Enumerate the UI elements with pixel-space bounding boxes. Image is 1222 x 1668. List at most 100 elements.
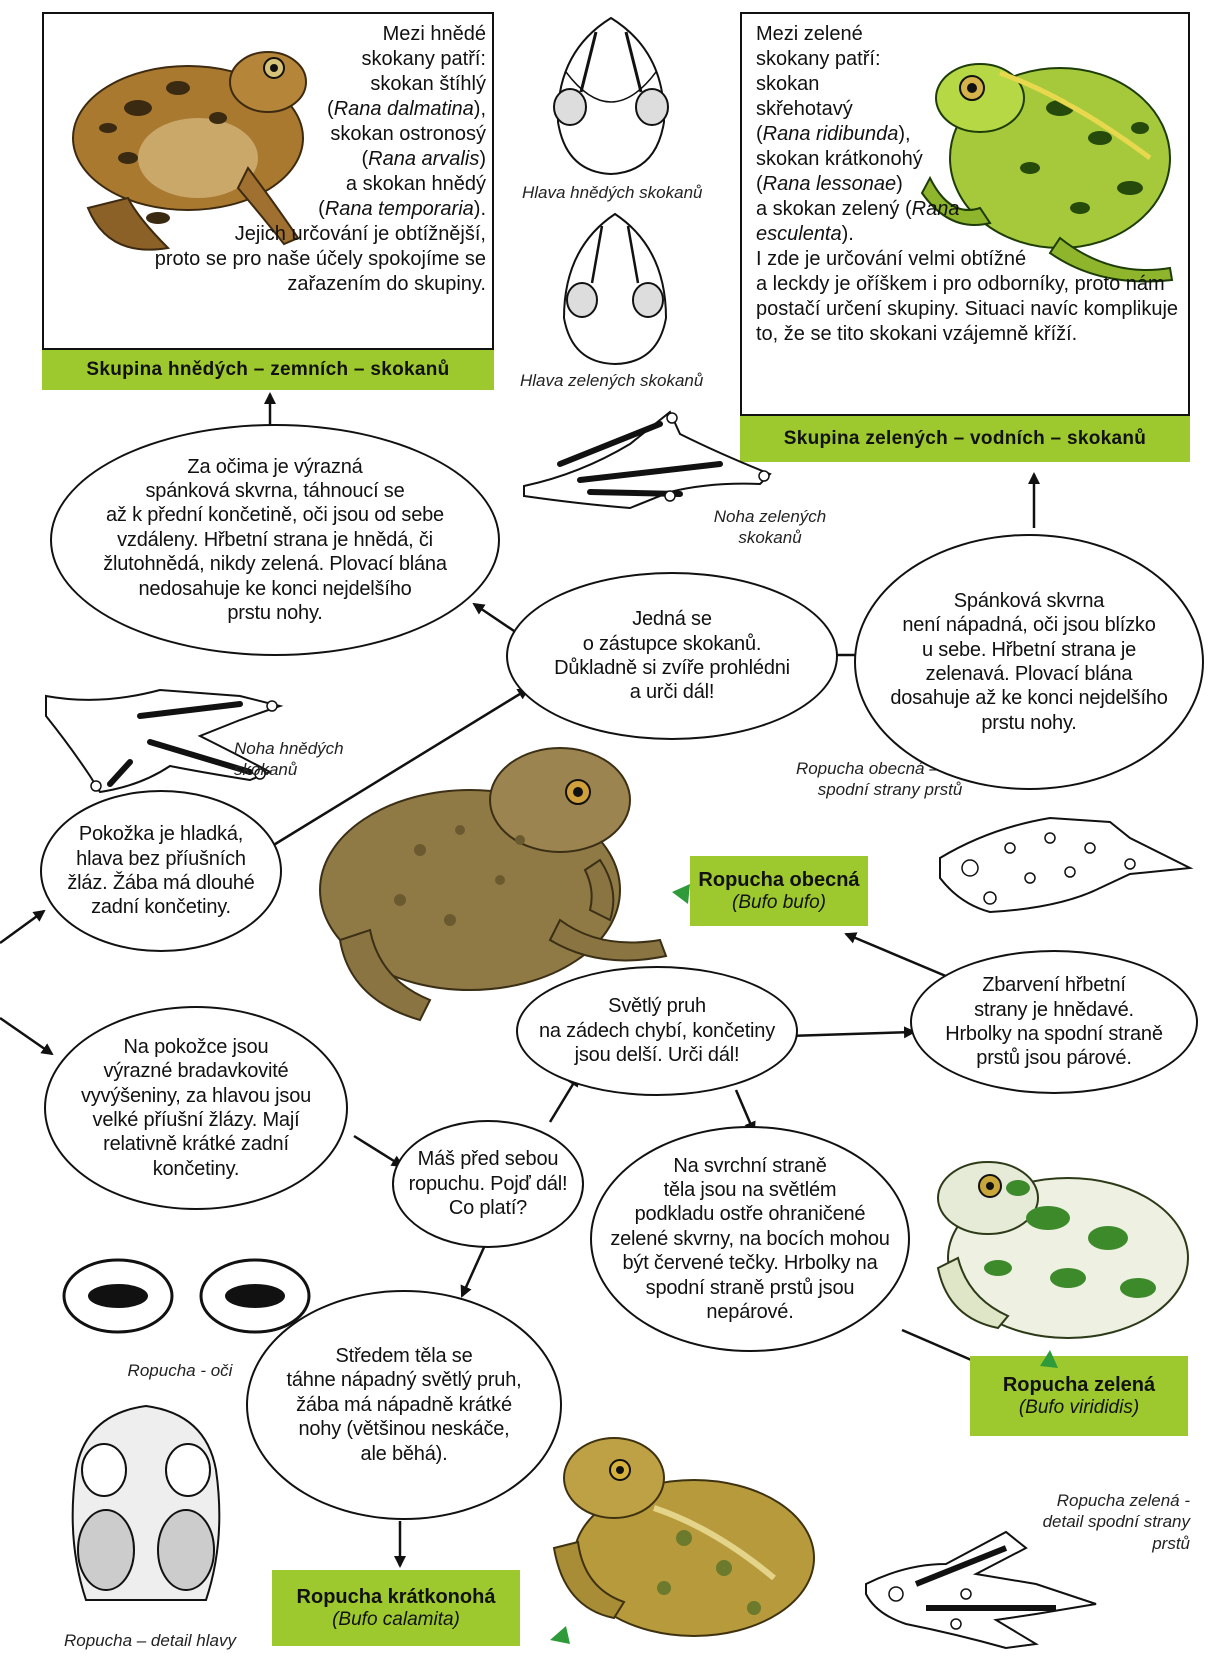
text-line: esculenta). [756,222,1186,247]
text-line: Jejich určování je obtížnější, [46,222,486,247]
text-run: a leckdy je oříškem i pro odborníky, pro… [756,273,1165,295]
node-no-stripe: Světlý pruh na zádech chybí, končetiny j… [516,966,798,1096]
text-run: ) [896,173,903,195]
text-run: postačí určení skupiny. Situaci navíc ko… [756,298,1178,320]
text-run: proto se pro naše účely spokojíme se [155,248,486,270]
node-green-spots: Na svrchní straně těla jsou na světlém p… [590,1126,910,1352]
latin-name: Rana [912,198,960,220]
text-line: Mezi zelené [756,22,1186,47]
toad-eyes-sketch [50,1248,320,1338]
arrow-left-to-smooth [0,911,44,943]
text-run: skokan štíhlý [370,73,486,95]
caption-head-brown: Hlava hnědých skokanů [522,182,722,203]
green-group-label: Skupina zelených – vodních – skokanů [740,416,1190,462]
caption-toad-eyes: Ropucha - oči [100,1360,260,1381]
text-run: ), [898,123,910,145]
caption-toad-head: Ropucha – detail hlavy [40,1630,260,1651]
text-line: Mezi hnědé [46,22,486,47]
text-line: skokan ostronosý [46,122,486,147]
species-card-obecna: Ropucha obecná (Bufo bufo) [690,856,868,926]
text-run: ( [756,123,763,145]
latin-name: Rana temporaria [325,198,474,220]
node-warty-skin: Na pokožce jsou výrazné bradavkovité vyv… [44,1006,348,1210]
text-line: skokany patří: [46,47,486,72]
green-toad-toe-sketch [856,1524,1106,1654]
text-run: I zde je určování velmi obtížné [756,248,1026,270]
latin-name: Rana ridibunda [763,123,899,145]
text-run: ( [327,98,334,120]
arrow-warty-to-toad [354,1136,402,1166]
node-green-description: Spánková skvrna není nápadná, oči jsou b… [854,534,1204,790]
text-run: ) [479,148,486,170]
text-line: (Rana ridibunda), [756,122,1186,147]
green-toad-image [918,1148,1198,1348]
brown-group-label: Skupina hnědých – zemních – skokanů [42,350,494,390]
latin-name: esculenta [756,223,842,245]
text-run: ( [756,173,763,195]
latin-name: Rana dalmatina [334,98,474,120]
text-line: skokany patří: [756,47,1186,72]
brown-frogs-text: Mezi hnědéskokany patří:skokan štíhlý(Ra… [46,22,486,297]
text-line: (Rana lessonae) [756,172,1186,197]
text-line: zařazením do skupiny. [46,272,486,297]
latin-name: Rana arvalis [368,148,479,170]
species-name: Ropucha obecná [698,868,859,892]
text-run: skokany patří: [361,48,486,70]
text-line: to, že se tito skokani vzájemně kříží. [756,322,1186,347]
text-line: skokan [756,72,1186,97]
text-run: Jejich určování je obtížnější, [235,223,486,245]
text-run: ( [318,198,325,220]
caption-head-green: Hlava zelených skokanů [520,370,720,391]
text-run: skokany patří: [756,48,881,70]
latin-name: Rana lessonae [763,173,896,195]
text-line: (Rana arvalis) [46,147,486,172]
text-run: skokan ostronosý [330,123,486,145]
text-line: (Rana dalmatina), [46,97,486,122]
text-line: skřehotavý [756,97,1186,122]
text-line: a leckdy je oříškem i pro odborníky, pro… [756,272,1186,297]
natterjack-toad-image [534,1418,824,1652]
arrow-nostripe-to-brownish [788,1032,914,1036]
species-latin: (Bufo bufo) [732,892,826,915]
node-toad: Máš před sebou ropuchu. Pojď dál! Co pla… [392,1120,584,1248]
text-line: postačí určení skupiny. Situaci navíc ko… [756,297,1186,322]
text-run: skokan [756,73,819,95]
text-run: Mezi hnědé [383,23,486,45]
species-latin: (Bufo virididis) [1019,1397,1139,1420]
node-smooth-skin: Pokožka je hladká, hlava bez příušních ž… [40,790,282,952]
node-light-stripe: Středem těla se táhne nápadný světlý pru… [246,1290,562,1520]
text-run: skokan krátkonohý [756,148,923,170]
text-run: ). [474,198,486,220]
node-frog-center: Jedná se o zástupce skokanů. Důkladně si… [506,572,838,740]
text-line: (Rana temporaria). [46,197,486,222]
species-latin: (Bufo calamita) [332,1609,460,1632]
text-line: I zde je určování velmi obtížné [756,247,1186,272]
text-run: to, že se tito skokani vzájemně kříží. [756,323,1077,345]
green-frogs-text: Mezi zelené skokany patří: skokan skřehotav… [756,22,1186,347]
text-run: a skokan hnědý [346,173,486,195]
common-toad-toe-sketch [930,808,1200,918]
text-line: proto se pro naše účely spokojíme se [46,247,486,272]
text-run: a skokan zelený ( [756,198,912,220]
text-line: a skokan hnědý [46,172,486,197]
text-run: ), [474,98,486,120]
species-card-kratkonoha: Ropucha krátkonohá (Bufo calamita) [272,1570,520,1646]
text-line: skokan štíhlý [46,72,486,97]
arrow-left-to-warty [0,1018,52,1054]
text-run: ). [842,223,854,245]
text-line: a skokan zelený (Rana [756,197,1186,222]
species-name: Ropucha krátkonohá [297,1585,496,1609]
green-frog-foot-sketch [520,404,780,514]
species-card-zelena: Ropucha zelená (Bufo virididis) [970,1356,1188,1436]
species-name: Ropucha zelená [1003,1373,1155,1397]
text-line: skokan krátkonohý [756,147,1186,172]
brown-frog-head-sketch [536,12,686,177]
node-brown-description: Za očima je výrazná spánková skvrna, táh… [50,424,500,656]
toad-head-sketch [56,1400,236,1610]
node-brownish: Zbarvení hřbetní strany je hnědavé. Hrbo… [910,950,1198,1094]
text-run: Mezi zelené [756,23,863,45]
text-run: zařazením do skupiny. [287,273,486,295]
text-run: skřehotavý [756,98,853,120]
caption-foot-green: Noha zelených skokanů [700,506,840,549]
green-frog-head-sketch [540,208,690,368]
